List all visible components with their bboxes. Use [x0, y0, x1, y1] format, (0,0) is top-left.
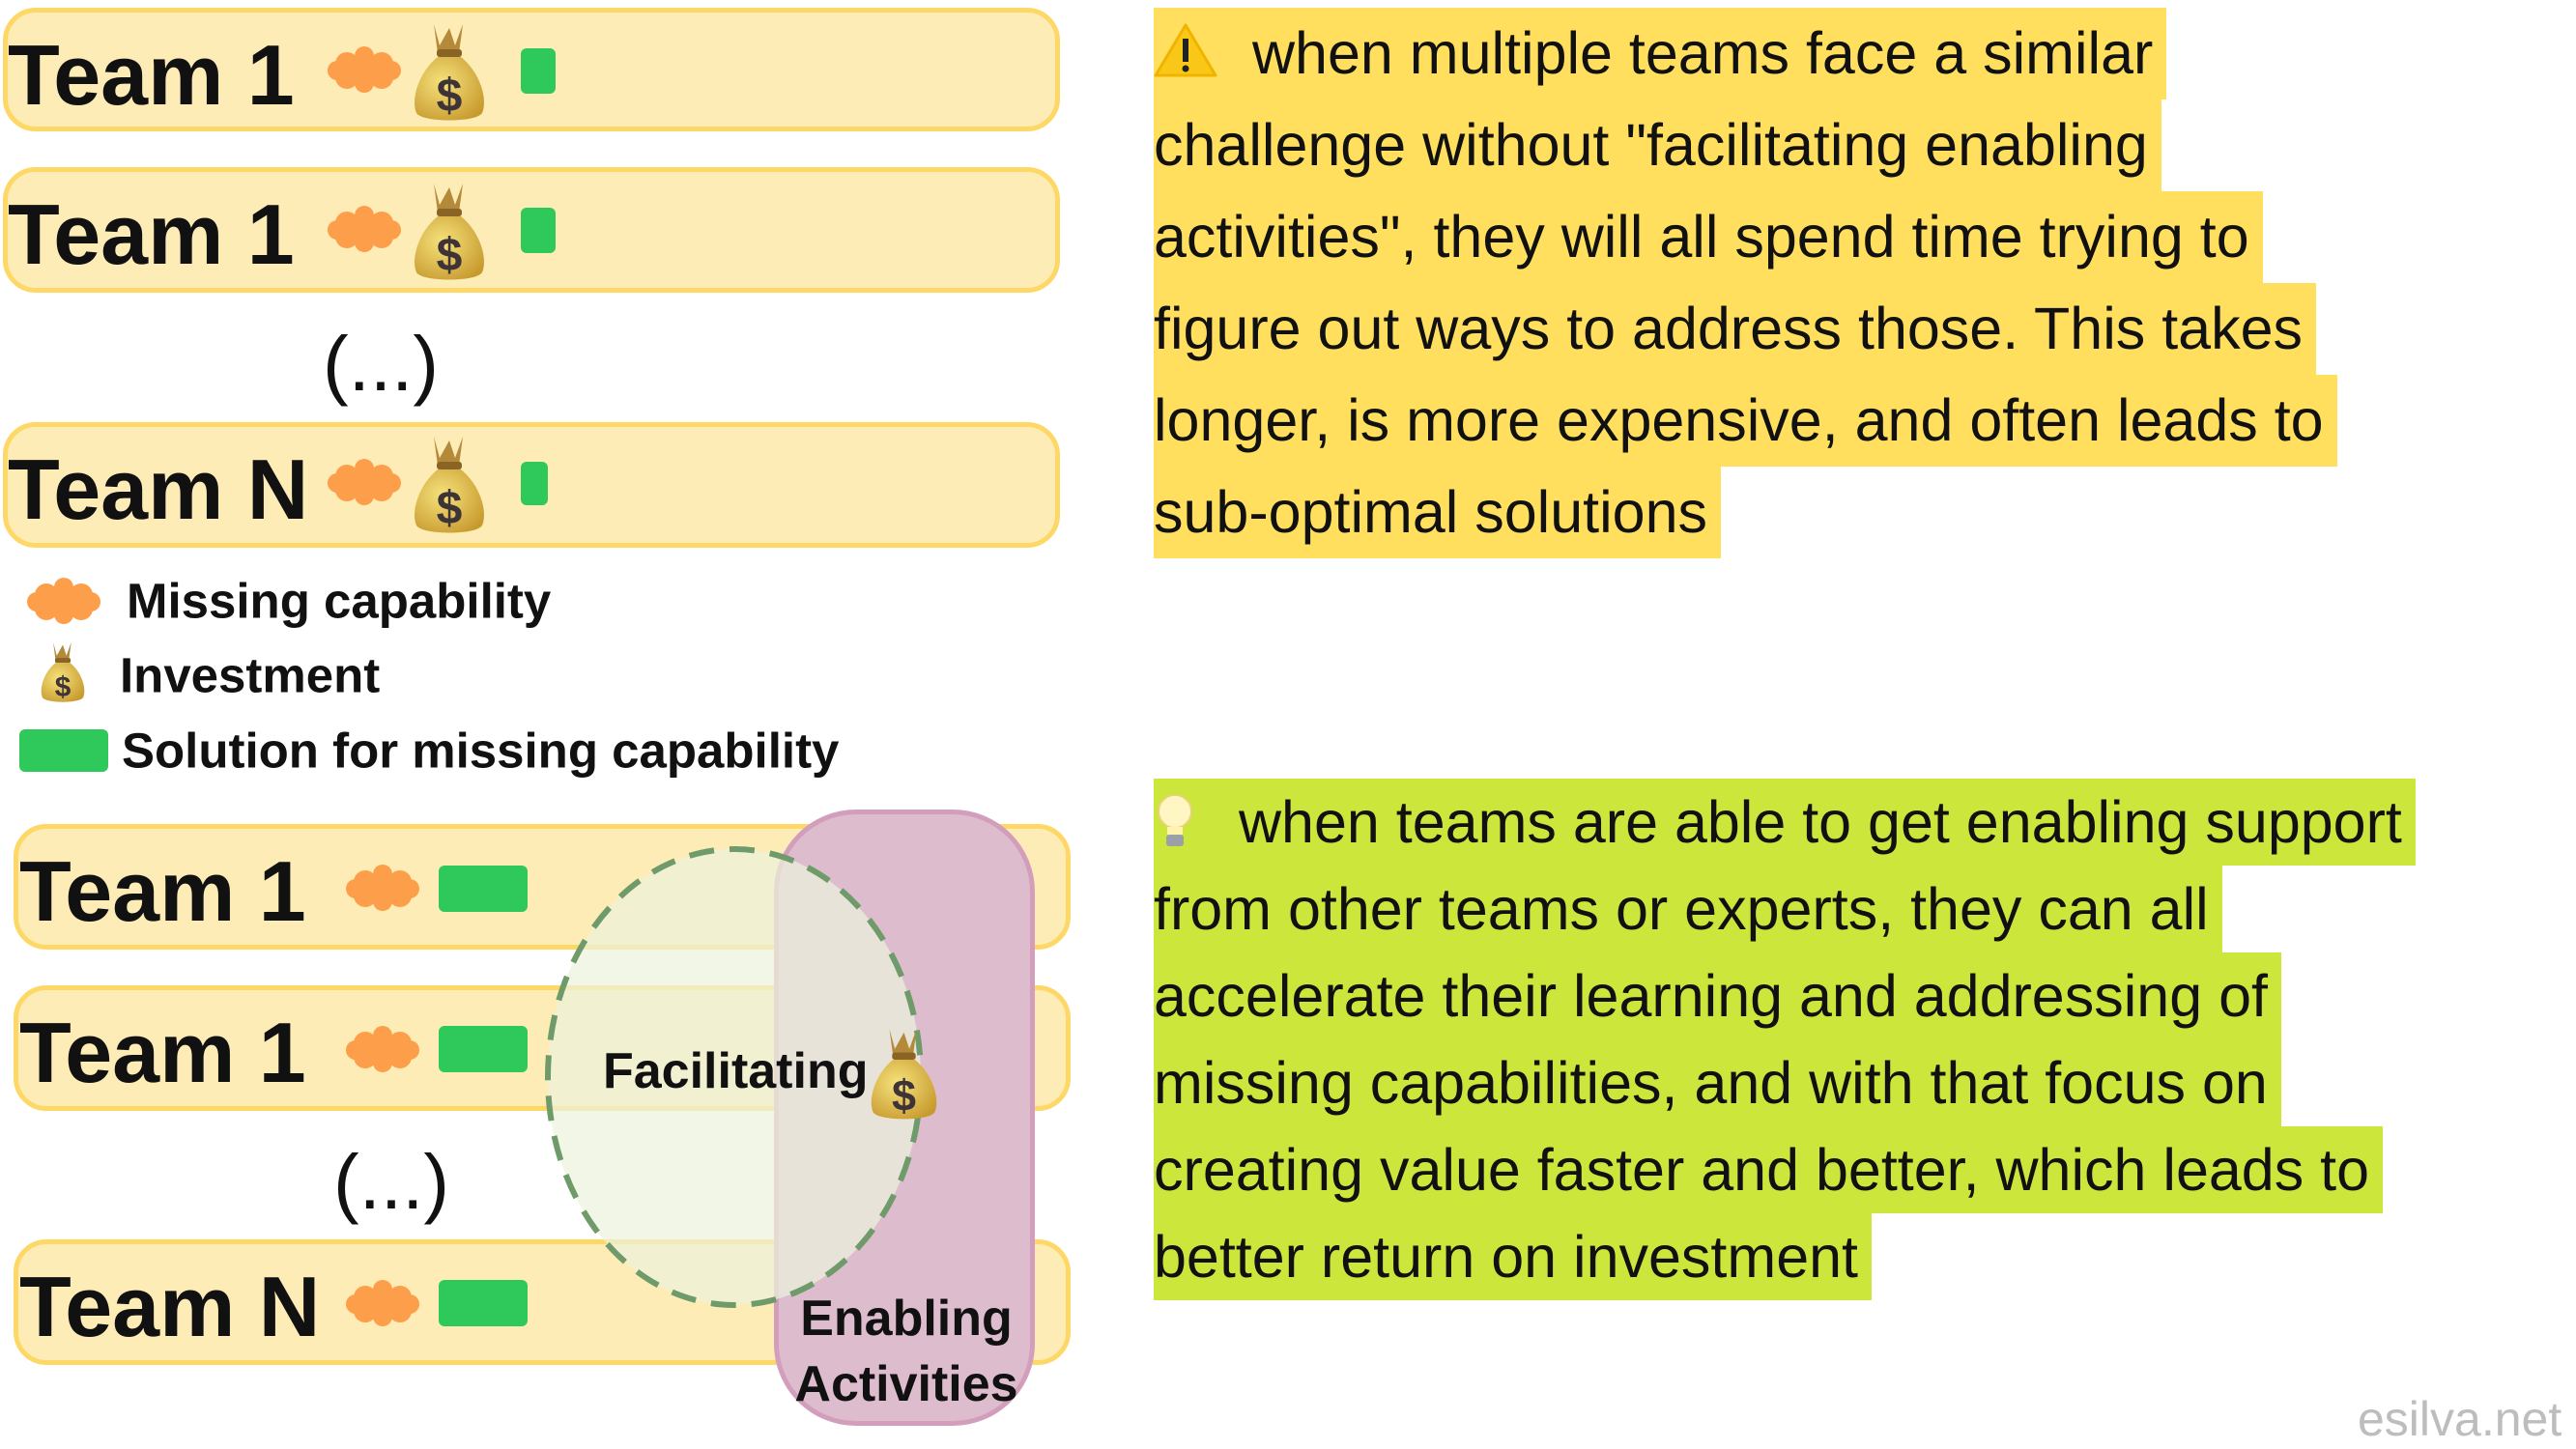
activities-label: Activities	[794, 1356, 1018, 1412]
solution-block	[521, 48, 556, 94]
legend-missing-capability: Missing capability	[127, 573, 552, 629]
note-line: when teams are able to get enabling supp…	[1154, 779, 2416, 866]
note-line: figure out ways to address those. This t…	[1154, 283, 2316, 375]
note-line: from other teams or experts, they can al…	[1154, 866, 2222, 952]
note-line: when multiple teams face a similar	[1154, 8, 2167, 99]
note-line: accelerate their learning and addressing…	[1154, 952, 2281, 1039]
note-line: better return on investment	[1154, 1213, 1872, 1300]
money-bag-icon	[415, 437, 484, 533]
missing-capability-icon	[328, 46, 401, 93]
team-box	[3, 8, 1060, 131]
missing-capability-icon	[346, 1026, 419, 1072]
solution-block	[439, 1026, 528, 1072]
team-name: Team N	[8, 441, 309, 537]
enabling-label: Enabling	[800, 1291, 1013, 1347]
solution-block	[521, 208, 556, 253]
team-name: Team 1	[19, 843, 306, 939]
team-name: Team 1	[8, 186, 295, 282]
missing-capability-icon	[328, 206, 401, 252]
legend-solution: Solution for missing capability	[122, 723, 840, 779]
missing-capability-icon	[346, 1280, 419, 1326]
money-bag-icon	[415, 184, 484, 280]
lightbulb-icon	[1158, 794, 1192, 846]
watermark: esilva.net	[2358, 1392, 2562, 1446]
warning-note: when multiple teams face a similar chall…	[1154, 8, 2337, 558]
note-line: activities", they will all spend time tr…	[1154, 191, 2263, 283]
facilitating-label: Facilitating	[603, 1043, 869, 1099]
missing-capability-icon	[27, 578, 100, 624]
money-bag-icon	[415, 24, 484, 121]
solution-legend-swatch	[19, 729, 108, 772]
solution-block	[521, 462, 548, 505]
money-bag-icon	[871, 1029, 937, 1120]
note-line: longer, is more expensive, and often lea…	[1154, 375, 2337, 467]
team-name: Team 1	[8, 27, 295, 123]
ellipsis: (...)	[323, 321, 439, 407]
note-line: missing capabilities, and with that focu…	[1154, 1039, 2281, 1126]
missing-capability-icon	[346, 865, 419, 911]
team-name: Team 1	[19, 1005, 306, 1100]
missing-capability-icon	[328, 459, 401, 505]
note-line: sub-optimal solutions	[1154, 467, 1722, 558]
money-bag-icon	[41, 642, 85, 702]
team-name: Team N	[19, 1259, 321, 1354]
solution-block	[439, 1280, 528, 1326]
note-line: creating value faster and better, which …	[1154, 1126, 2384, 1213]
note-line: challenge without "facilitating enabling	[1154, 99, 2161, 191]
legend-investment: Investment	[120, 647, 381, 703]
solution-block	[439, 866, 528, 912]
ellipsis: (...)	[333, 1139, 449, 1225]
idea-note: when teams are able to get enabling supp…	[1154, 779, 2416, 1300]
warning-icon	[1154, 23, 1217, 77]
